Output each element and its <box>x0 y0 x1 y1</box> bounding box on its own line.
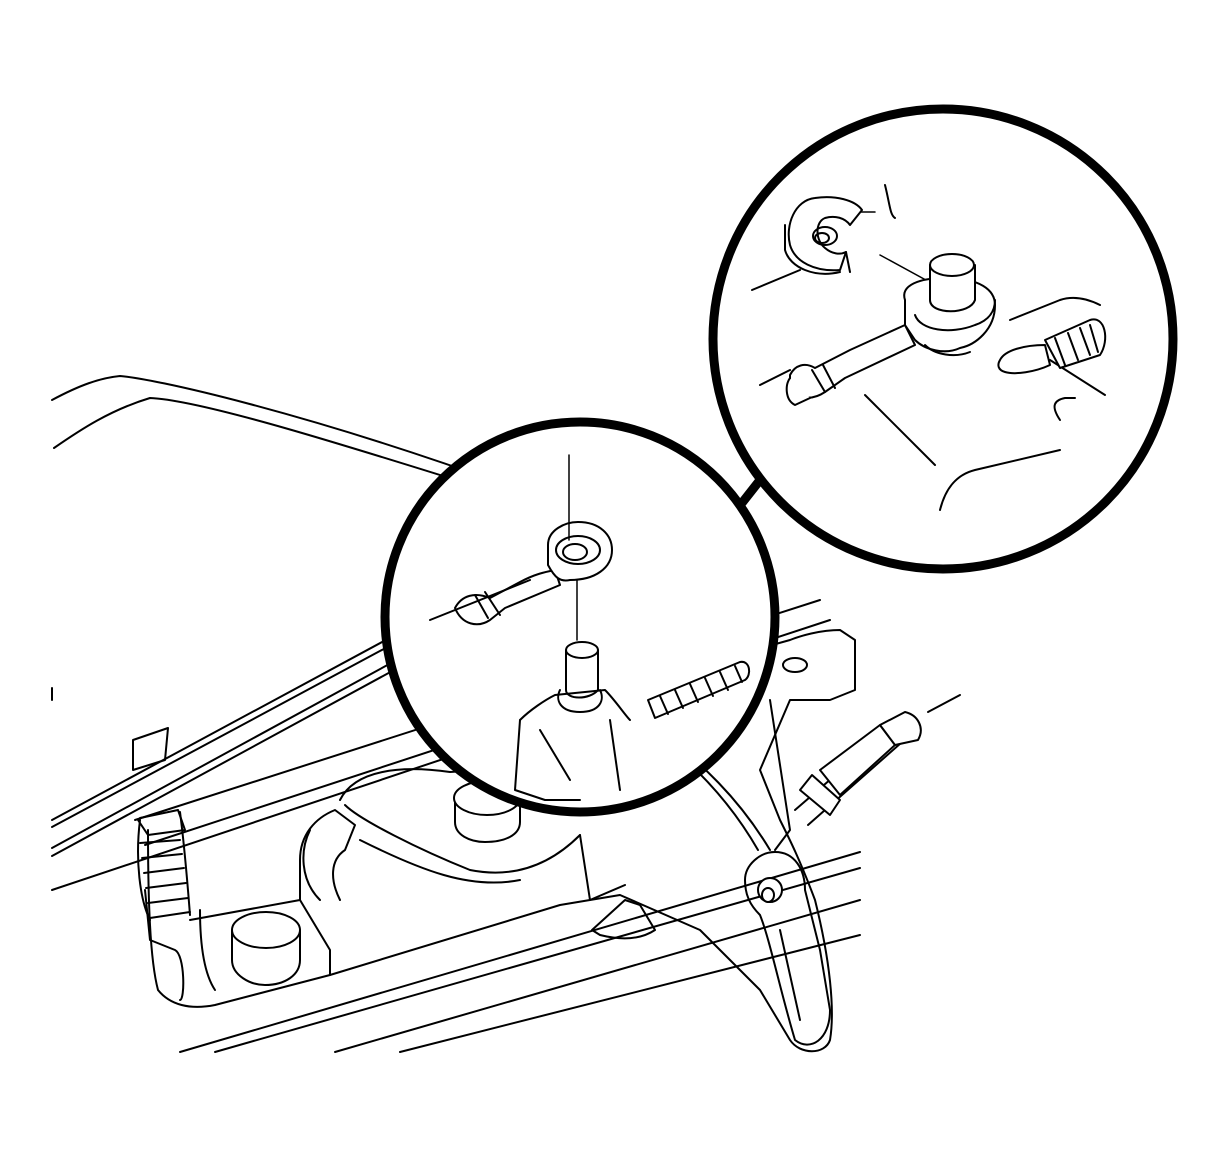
inner-spring <box>647 660 751 719</box>
callout-leader <box>734 477 764 511</box>
lever-arm <box>744 851 831 1046</box>
detail-spring <box>997 318 1107 375</box>
retaining-clip-icon <box>784 196 863 275</box>
detail-circle-main <box>380 417 780 817</box>
pivot-knob-left <box>231 911 301 986</box>
detail-circle <box>708 104 1178 574</box>
left-spring <box>137 809 191 921</box>
floor-panel <box>51 375 861 1053</box>
shifter-bracket <box>132 599 856 1053</box>
right-cable <box>794 694 961 826</box>
